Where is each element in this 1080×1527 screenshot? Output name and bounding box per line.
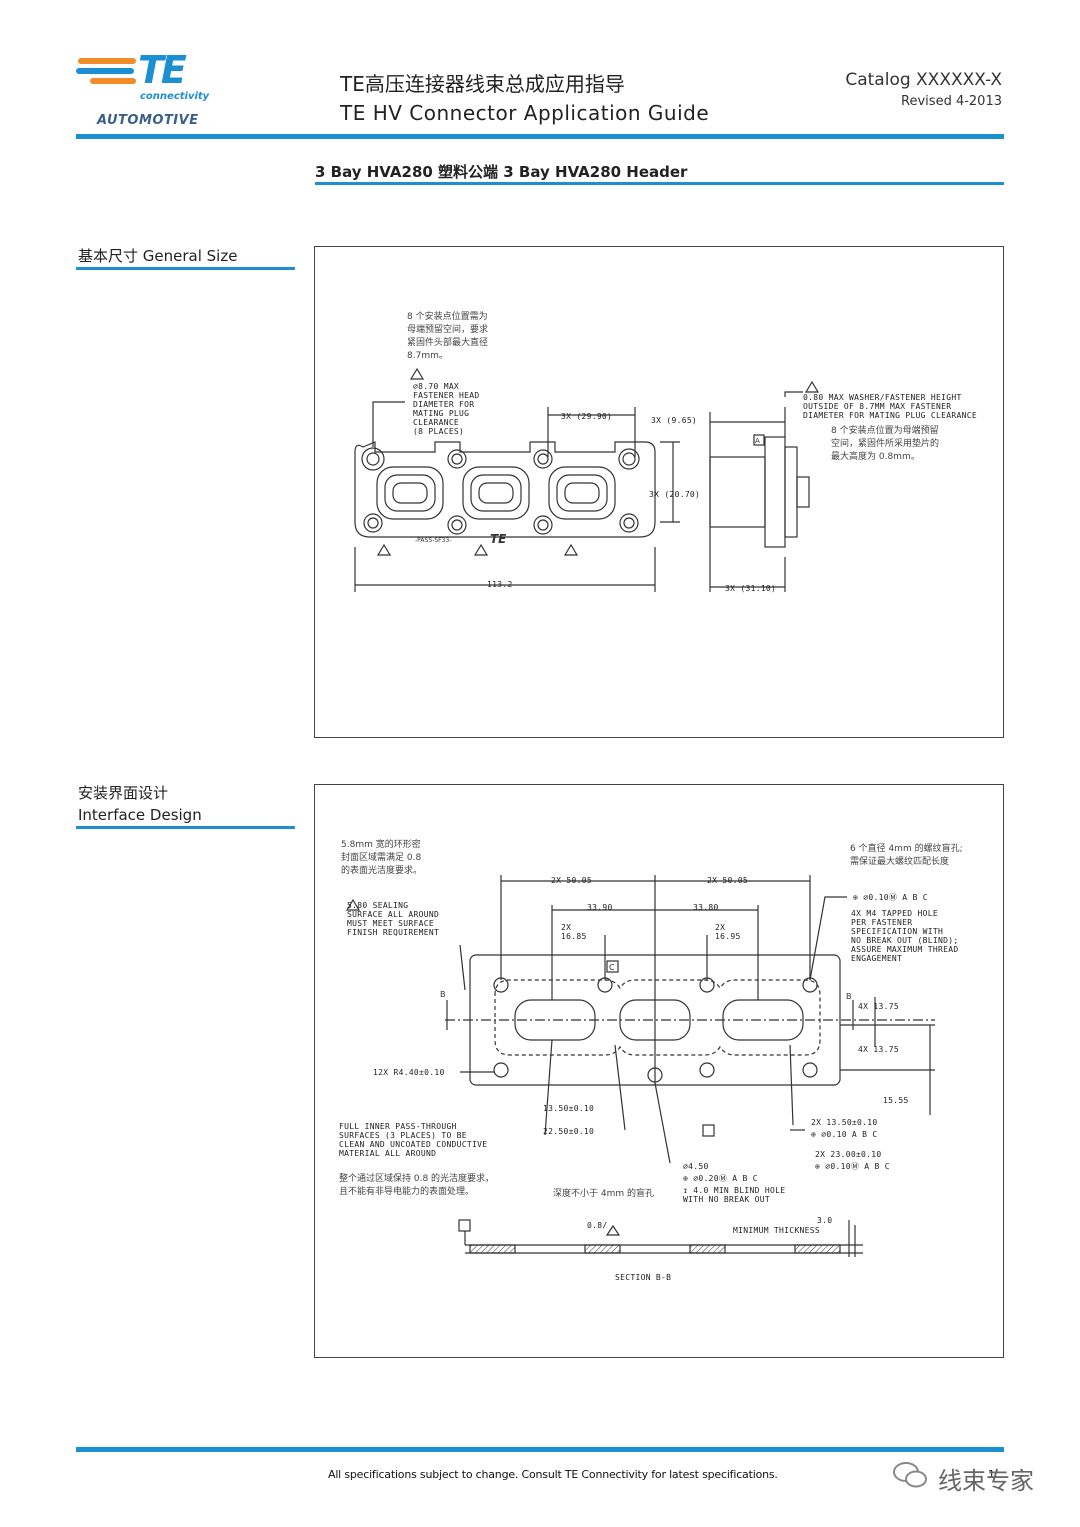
dim-22-50: 22.50±0.10 bbox=[543, 1127, 595, 1136]
dim-33-90: 33.90 bbox=[587, 903, 613, 912]
general-size-label: 基本尺寸 General Size bbox=[78, 247, 238, 265]
title-en: TE HV Connector Application Guide bbox=[340, 101, 710, 125]
datum-a-label: A bbox=[755, 437, 760, 445]
section-label: SECTION B-B bbox=[615, 1273, 672, 1282]
te-mark: TE bbox=[490, 532, 507, 546]
page-number: 1 bbox=[988, 1468, 995, 1481]
sealing-zone bbox=[494, 979, 821, 1056]
dim-4x-13-75-b: 4X 13.75 bbox=[858, 1045, 899, 1054]
fcf-mid: ⊕ ⌀0.10 A B C bbox=[811, 1130, 878, 1139]
te-logo: TE connectivity AUTOMOTIVE bbox=[76, 48, 216, 130]
part-mark: -PASS-SF33- bbox=[415, 537, 451, 544]
interface-label-cn: 安装界面设计 bbox=[78, 784, 169, 802]
logo-bar-orange bbox=[78, 58, 136, 64]
general-size-drawing: -PASS-SF33- A TE 8 个安装点位置需为 母端预留空间，要求 紧固… bbox=[314, 246, 1004, 738]
dim-33-80: 33.80 bbox=[693, 903, 719, 912]
title-cn: TE高压连接器线束总成应用指导 bbox=[340, 72, 625, 96]
general-size-rule bbox=[76, 267, 295, 270]
dim-15-55: 15.55 bbox=[883, 1096, 909, 1105]
note-cn-top: 8 个安装点位置需为 母端预留空间，要求 紧固件头部最大直径 8.7mm。 bbox=[407, 312, 489, 361]
interface-design-drawing: C B B 5.8mm 宽的环形密 封面区域需满足 0.8 的表面光洁度要求。 … bbox=[314, 784, 1004, 1358]
dim-3-0: 3.0 bbox=[817, 1216, 833, 1225]
fcf-hole: ⊕ ⌀0.20Ⓜ A B C bbox=[683, 1174, 758, 1183]
dim-2x-13-50: 2X 13.50±0.10 bbox=[811, 1118, 878, 1127]
dim-16-95: 2X 16.95 bbox=[715, 923, 741, 941]
note-full-inner: FULL INNER PASS-THROUGH SURFACES (3 PLAC… bbox=[339, 1122, 488, 1158]
note-cn-seal: 5.8mm 宽的环形密 封面区域需满足 0.8 的表面光洁度要求。 bbox=[341, 840, 423, 876]
wechat-icon bbox=[892, 1460, 928, 1490]
header-body-outline bbox=[354, 441, 656, 538]
datum-b-left: B bbox=[440, 990, 446, 999]
logo-bar-blue bbox=[76, 68, 134, 74]
logo-division: AUTOMOTIVE bbox=[97, 113, 199, 128]
dim-50-05-right: 2X 50.05 bbox=[707, 876, 748, 885]
note-sealing: 5.80 SEALING SURFACE ALL AROUND MUST MEE… bbox=[347, 901, 440, 937]
note-cn-tap: 6 个直径 4mm 的螺纹盲孔; 需保证最大螺纹匹配长度 bbox=[850, 844, 963, 867]
revised-date: Revised 4-2013 bbox=[901, 94, 1002, 109]
general-size-svg: -PASS-SF33- A TE bbox=[354, 367, 820, 592]
footer-disclaimer: All specifications subject to change. Co… bbox=[328, 1468, 778, 1481]
dim-50-05-left: 2X 50.05 bbox=[551, 876, 592, 885]
dim-hole: ⌀4.50 bbox=[683, 1162, 709, 1171]
header-rule bbox=[76, 134, 1004, 139]
logo-connectivity: connectivity bbox=[140, 91, 210, 102]
dim-pitch: 3X (29.90) bbox=[561, 412, 613, 421]
watermark-text: 线束专家 bbox=[938, 1467, 1034, 1495]
note-cn-depth: 深度不小于 4mm 的盲孔 bbox=[553, 1189, 654, 1199]
note-fastener: ⌀8.70 MAX FASTENER HEAD DIAMETER FOR MAT… bbox=[413, 382, 480, 436]
footer-rule bbox=[76, 1447, 1004, 1452]
dim-20-70: 3X (20.70) bbox=[649, 490, 701, 499]
note-min-thickness: MINIMUM THICKNESS bbox=[733, 1226, 820, 1235]
catalog-number: Catalog XXXXXX-X bbox=[845, 70, 1002, 90]
interface-label-en: Interface Design bbox=[78, 806, 202, 824]
note-rd: 12X R4.40±0.10 bbox=[373, 1068, 445, 1077]
note-blind: ↧ 4.0 MIN BLIND HOLE WITH NO BREAK OUT bbox=[683, 1186, 786, 1204]
dim-4x-13-75-a: 4X 13.75 bbox=[858, 1002, 899, 1011]
datum-c-label: C bbox=[609, 963, 615, 972]
fcf-low: ⊕ ⌀0.10Ⓜ A B C bbox=[815, 1162, 890, 1171]
section-rule bbox=[315, 182, 1004, 185]
dim-2x-23-00: 2X 23.00±0.10 bbox=[815, 1150, 882, 1159]
dim-0-8: 0.8/ bbox=[587, 1221, 608, 1230]
logo-wordmark: TE bbox=[138, 48, 187, 92]
logo-bar-orange-2 bbox=[90, 78, 136, 84]
dim-31-10: 3X (31.10) bbox=[725, 584, 777, 593]
datum-b-right: B bbox=[846, 992, 852, 1001]
dim-16-85: 2X 16.85 bbox=[561, 923, 587, 941]
interface-svg: C B B bbox=[345, 875, 935, 1257]
interface-rule bbox=[76, 826, 295, 829]
dim-9-65: 3X (9.65) bbox=[651, 416, 698, 425]
dim-113-2: 113.2 bbox=[487, 580, 513, 589]
note-cn-pass: 整个通过区域保持 0.8 的光洁度要求， 且不能有非导电能力的表面处理。 bbox=[339, 1174, 495, 1197]
note-cn-right: 8 个安装点位置为母端预留 空间，紧固件所采用垫片的 最大高度为 0.8mm。 bbox=[831, 426, 940, 462]
note-washer: 0.80 MAX WASHER/FASTENER HEIGHT OUTSIDE … bbox=[803, 393, 977, 420]
dim-13-50: 13.50±0.10 bbox=[543, 1104, 595, 1113]
note-tapped: 4X M4 TAPPED HOLE PER FASTENER SPECIFICA… bbox=[851, 909, 959, 963]
section-title: 3 Bay HVA280 塑料公端 3 Bay HVA280 Header bbox=[315, 163, 688, 181]
fcf-top: ⊕ ⌀0.10Ⓜ A B C bbox=[853, 893, 928, 902]
